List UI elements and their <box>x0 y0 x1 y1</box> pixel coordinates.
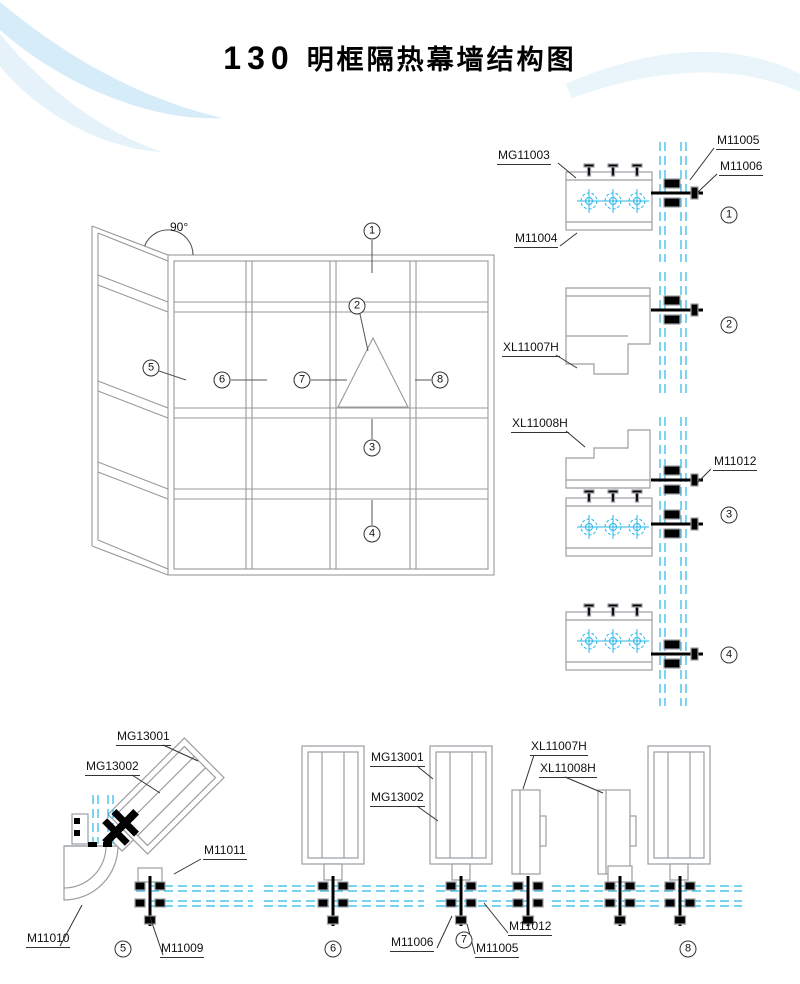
callout-6: 6 <box>213 371 231 389</box>
label-xl11007h: XL11007H <box>502 341 560 357</box>
right-detail-4 <box>565 600 705 706</box>
label-m11005-bottom: M11005 <box>475 942 520 958</box>
callout-2: 2 <box>348 297 366 315</box>
bottom-detail-6 <box>264 745 424 928</box>
label-xl11008h: XL11008H <box>511 417 569 433</box>
title-number: 130 <box>223 40 295 76</box>
label-m11011: M11011 <box>203 844 247 860</box>
bottom-detail-8 <box>511 745 742 928</box>
label-m11006-bottom: M11006 <box>390 936 435 952</box>
title-text: 明框隔热幕墙结构图 <box>306 45 577 75</box>
right-detail-3 <box>565 417 705 597</box>
callout-1: 1 <box>363 222 381 240</box>
callout-7: 7 <box>293 371 311 389</box>
label-m11012-bottom: M11012 <box>508 920 553 936</box>
section-number-7: 7 <box>455 931 473 949</box>
label-m11009: M11009 <box>160 942 205 958</box>
label-mg13002-mid: MG13002 <box>370 791 425 807</box>
label-mg13001-corner: MG13001 <box>116 730 171 746</box>
callout-8: 8 <box>431 371 449 389</box>
decorative-waves <box>0 2 800 152</box>
section-number-4: 4 <box>720 646 738 664</box>
label-xl11008h-bottom: XL11008H <box>539 762 597 778</box>
bottom-detail-5 <box>63 737 253 928</box>
angle-label: 90° <box>170 220 189 234</box>
callout-4: 4 <box>363 525 381 543</box>
label-m11005: M11005 <box>716 134 761 150</box>
section-number-8: 8 <box>679 940 697 958</box>
right-detail-1 <box>565 142 705 262</box>
right-detail-2 <box>565 272 705 397</box>
section-number-6: 6 <box>324 940 342 958</box>
label-mg11003: MG11003 <box>497 149 551 165</box>
opening-triangle <box>337 336 409 408</box>
callout-leaders <box>158 240 431 525</box>
label-m11006: M11006 <box>719 160 764 176</box>
section-number-1: 1 <box>720 206 738 224</box>
section-number-5: 5 <box>114 940 132 958</box>
callout-5: 5 <box>142 359 160 377</box>
label-m11012: M11012 <box>713 455 758 471</box>
section-number-2: 2 <box>720 316 738 334</box>
label-mg13002-corner: MG13002 <box>85 760 140 776</box>
elevation-drawing <box>91 225 495 576</box>
callout-3: 3 <box>363 439 381 457</box>
label-mg13001-mid: MG13001 <box>370 751 425 767</box>
label-m11010: M11010 <box>26 932 71 948</box>
page-title: 130 明框隔热幕墙结构图 <box>0 38 800 77</box>
section-number-3: 3 <box>720 506 738 524</box>
label-xl11007h-bottom: XL11007H <box>530 740 588 756</box>
label-m11004: M11004 <box>514 232 559 248</box>
